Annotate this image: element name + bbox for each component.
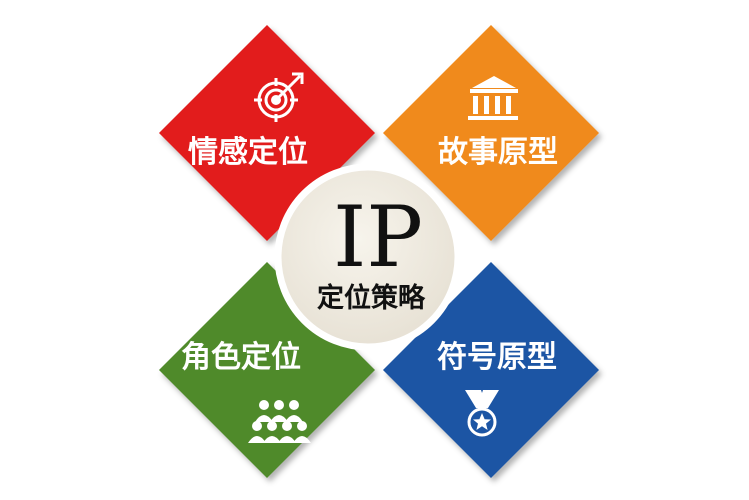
quadrant-story-archetype: 故事原型	[383, 25, 599, 241]
medal-star-icon	[465, 390, 499, 437]
target-icon	[254, 72, 304, 122]
quadrant-top-left-label: 情感定位	[188, 135, 308, 170]
center-circle	[274, 163, 462, 351]
quadrant-bottom-left-label: 角色定位	[181, 340, 301, 375]
center-title: IP	[333, 188, 423, 286]
institution-building-icon	[468, 76, 518, 120]
quadrant-top-right-shape	[383, 25, 599, 241]
quadrant-top-right-label: 故事原型	[438, 135, 558, 170]
center-badge: IP 定位策略	[274, 163, 462, 351]
center-subtitle: 定位策略	[317, 282, 426, 314]
quadrant-bottom-right-label: 符号原型	[437, 340, 557, 375]
people-group-icon	[248, 400, 311, 443]
